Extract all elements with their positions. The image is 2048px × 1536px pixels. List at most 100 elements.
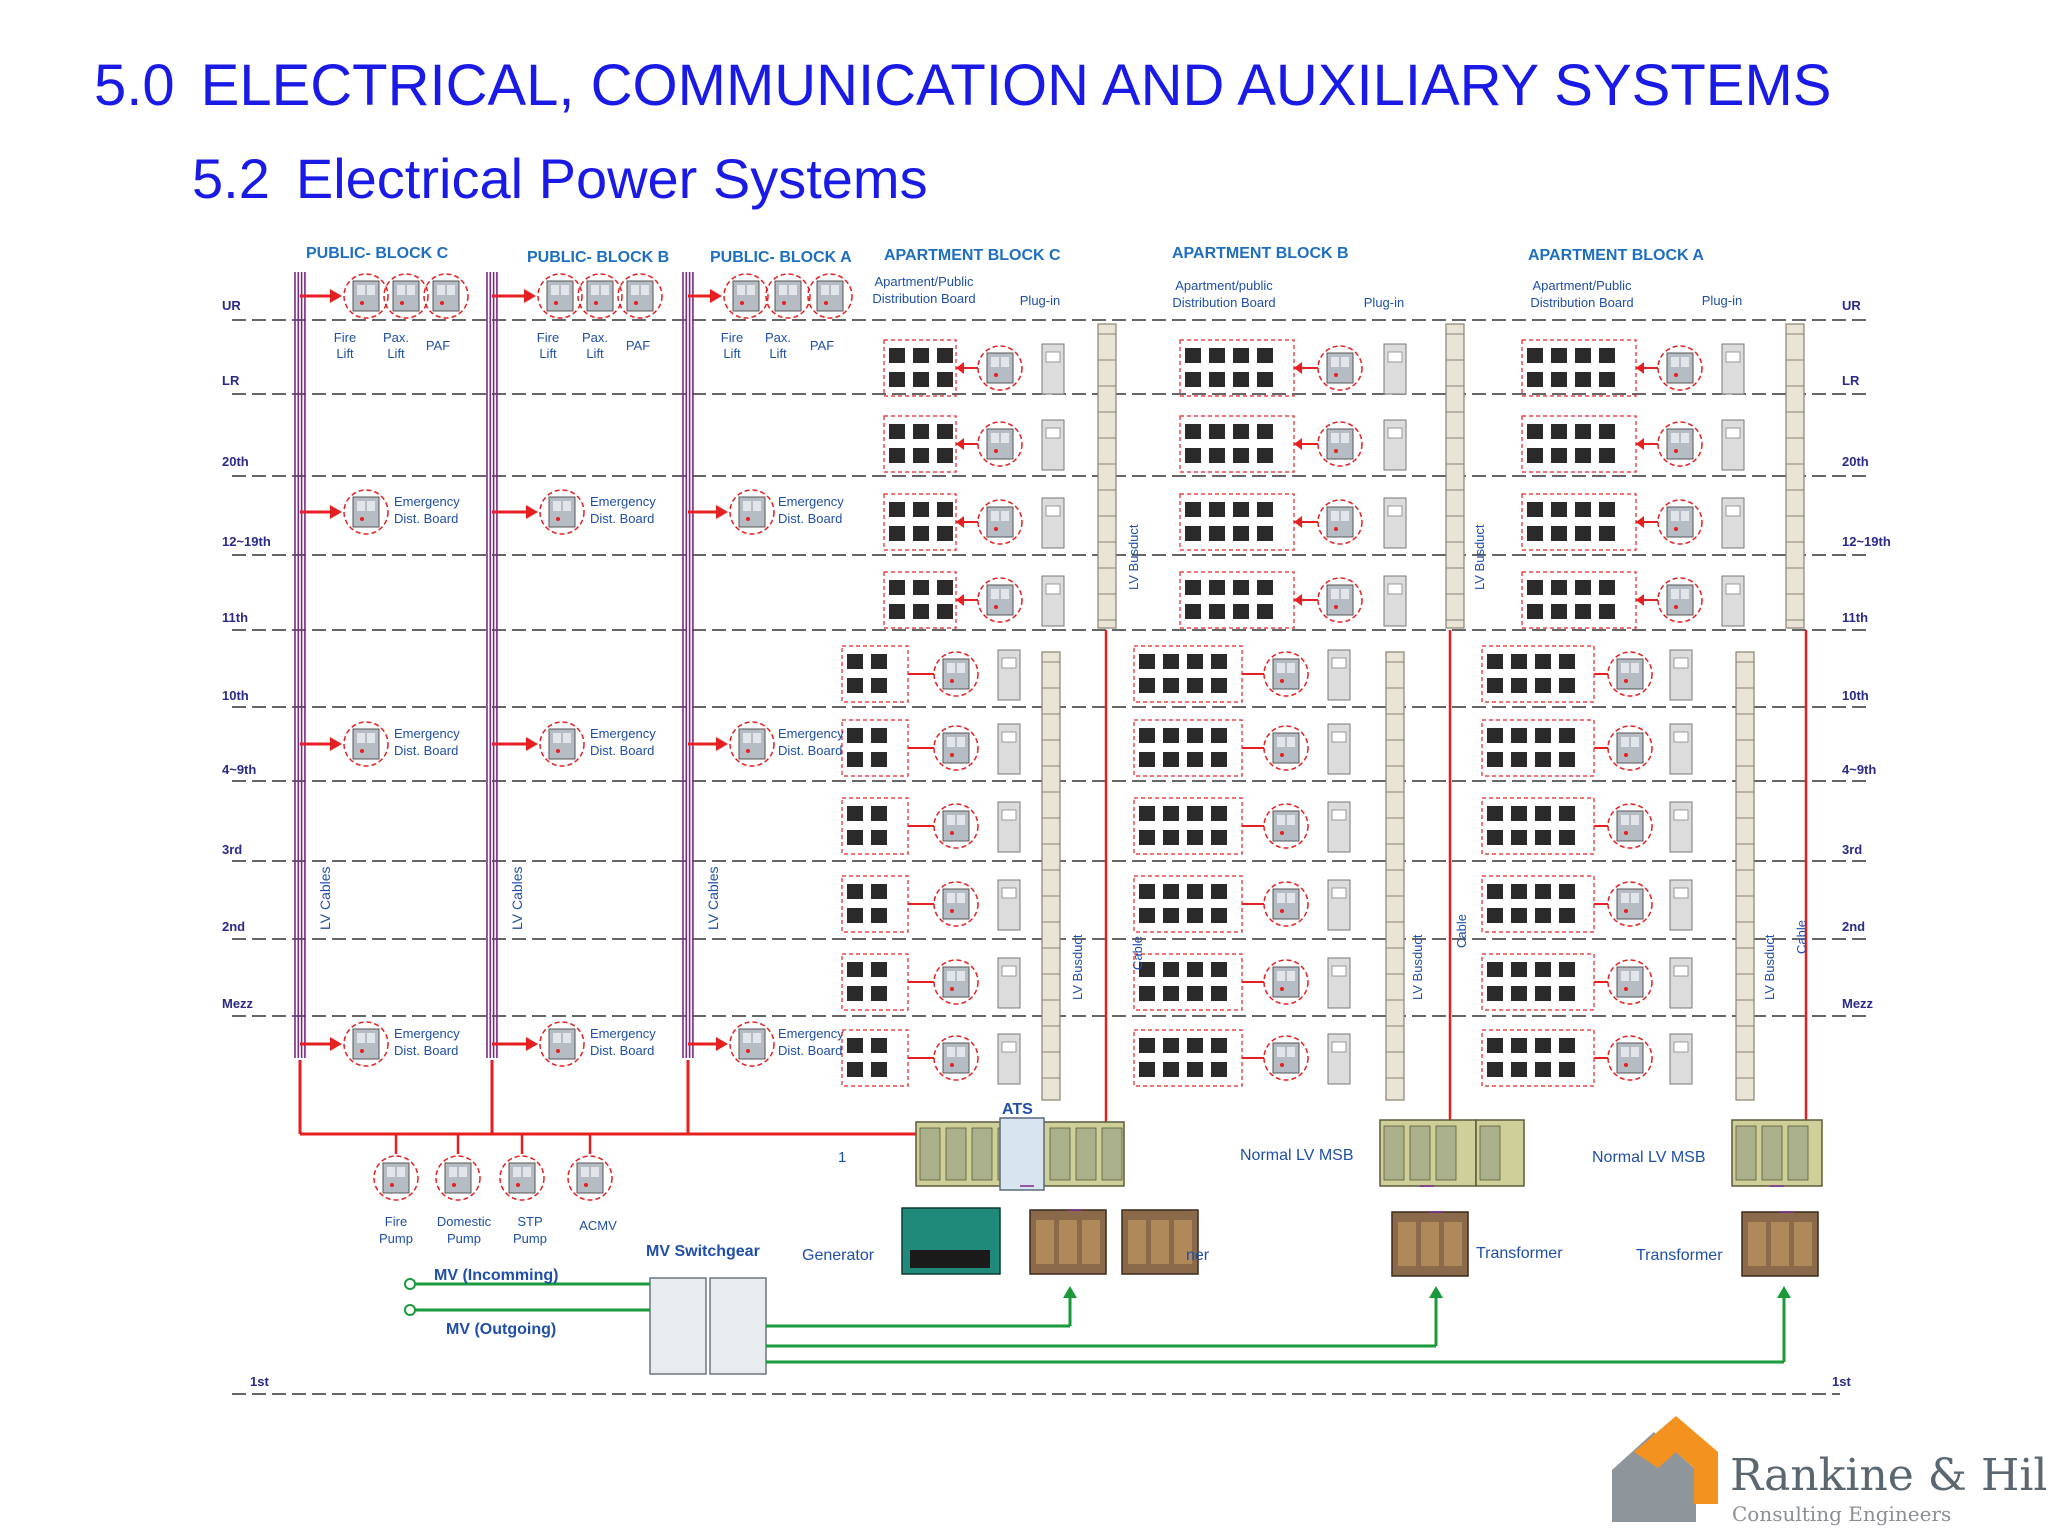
top-panel-door-l [551,285,559,295]
apartment-panel-ring [1607,651,1653,697]
db-feed-head [1294,516,1302,528]
apartment-db-meter [847,806,863,821]
apartment-panel-cabinet [942,888,970,920]
apartment-db-meter [1599,580,1615,595]
transformer-a-coil [1794,1222,1812,1266]
apartment-db-meter [1511,806,1527,821]
plug-in-window [1387,583,1403,595]
apartment-db-meter [1487,908,1503,923]
top-panel-lamp [440,301,444,305]
emergency-db-door-r [367,733,375,743]
emergency-db-cabinet [738,496,766,528]
apartment-db-meter [847,654,863,669]
emergency-db-cabinet [352,728,380,760]
emergency-label: Emergency [394,1026,460,1041]
apartment-db-meter [1187,986,1203,1001]
emergency-label: Emergency [590,726,656,741]
apartment-db-meter [1487,728,1503,743]
plug-in-window [1673,809,1689,821]
apartment-db-meter [1163,1038,1179,1053]
emergency-label: Dist. Board [590,1043,654,1058]
emergency-db-lamp [556,1049,560,1053]
apartment-db-meter [1163,1062,1179,1077]
apartment-panel-cabinet [942,966,970,998]
apartment-db-meter [1257,580,1273,595]
transformer-c1-coil [1082,1220,1100,1264]
apartment-panel-lamp [1674,373,1678,377]
apartment-db-meter [1535,728,1551,743]
pump-panel-ring [499,1155,545,1201]
db-feed-head [956,362,964,374]
apartment-db-meter [1575,372,1591,387]
lv-busduct-upper-b-body [1445,323,1465,629]
emergency-db-door-l [743,501,751,511]
apartment-db-meter [937,372,953,387]
apartment-db-meter [1559,806,1575,821]
apartment-db-meter [1233,348,1249,363]
top-panel-lamp [400,301,404,305]
apartment-db-meter [1163,654,1179,669]
apartment-db-meter [1599,604,1615,619]
apartment-db-meter [847,728,863,743]
apartment-panel-cabinet [1326,428,1354,460]
top-feed-head [524,289,536,303]
emergency-label: Emergency [778,494,844,509]
apartment-db-meter [1233,580,1249,595]
lv-msb-a-section [1735,1125,1757,1181]
apartment-db-meter [847,678,863,693]
floor-label-left: 20th [222,454,249,469]
lv-msb-c-section [919,1127,941,1181]
apartment-panel-ring [1657,499,1703,545]
transformer-c2-coil [1151,1220,1169,1264]
apartment-panel-lamp [1280,753,1284,757]
apartment-db-label: Apartment/Public [1533,278,1632,293]
apartment-db-meter [871,1062,887,1077]
apartment-panel-ring [933,881,979,927]
pax-lift-label: Lift [769,346,787,361]
apartment-db-meter [871,884,887,899]
apartment-panel-cabinet [986,584,1014,616]
pump-panel-ring [567,1155,613,1201]
apartment-panel-lamp [1280,679,1284,683]
paf-label: PAF [426,338,450,353]
mv-incoming-terminal [404,1278,416,1290]
plug-in-label: Plug-in [1020,293,1060,308]
top-panel-cabinet [774,280,802,312]
mv-feeder-c-up-head [1063,1286,1077,1298]
apartment-db-meter [1185,526,1201,541]
apartment-db-meter [1599,424,1615,439]
lv-busduct-label: LV Busduct [1762,934,1777,1000]
apartment-db-meter [1535,654,1551,669]
apartment-panel-lamp [1334,373,1338,377]
top-panel-door-r [601,285,609,295]
top-panel-ring [343,273,389,319]
lv-msb-c-section [1075,1127,1097,1181]
emergency-db-door-r [753,733,761,743]
apartment-db-meter [1139,752,1155,767]
plug-in-window [1001,731,1017,743]
apartment-db-meter [1551,526,1567,541]
apartment-db-meter [937,348,953,363]
apartment-db-meter [871,908,887,923]
emergency-db-door-l [357,733,365,743]
apartment-panel-door-l [1277,663,1285,673]
floor-label-right: 10th [1842,688,1869,703]
apartment-db-meter [1559,908,1575,923]
emergency-db-ring [343,489,389,535]
apartment-db-meter [1487,1062,1503,1077]
apartment-panel-door-l [1671,511,1679,521]
apartment-panel-ring [1263,803,1309,849]
apartment-panel-lamp [950,679,954,683]
apartment-db-meter [1559,654,1575,669]
plug-in-window [1673,887,1689,899]
apartment-db-label: Apartment/Public [875,274,974,289]
pax-lift-label: Lift [387,346,405,361]
apartment-db-meter [1163,806,1179,821]
apartment-db-meter [1575,502,1591,517]
apartment-db-meter [1185,604,1201,619]
apartment-db-meter [1233,604,1249,619]
apartment-db-meter [1209,372,1225,387]
apartment-db-meter [1527,348,1543,363]
floor-label-right: 11th [1842,610,1868,625]
